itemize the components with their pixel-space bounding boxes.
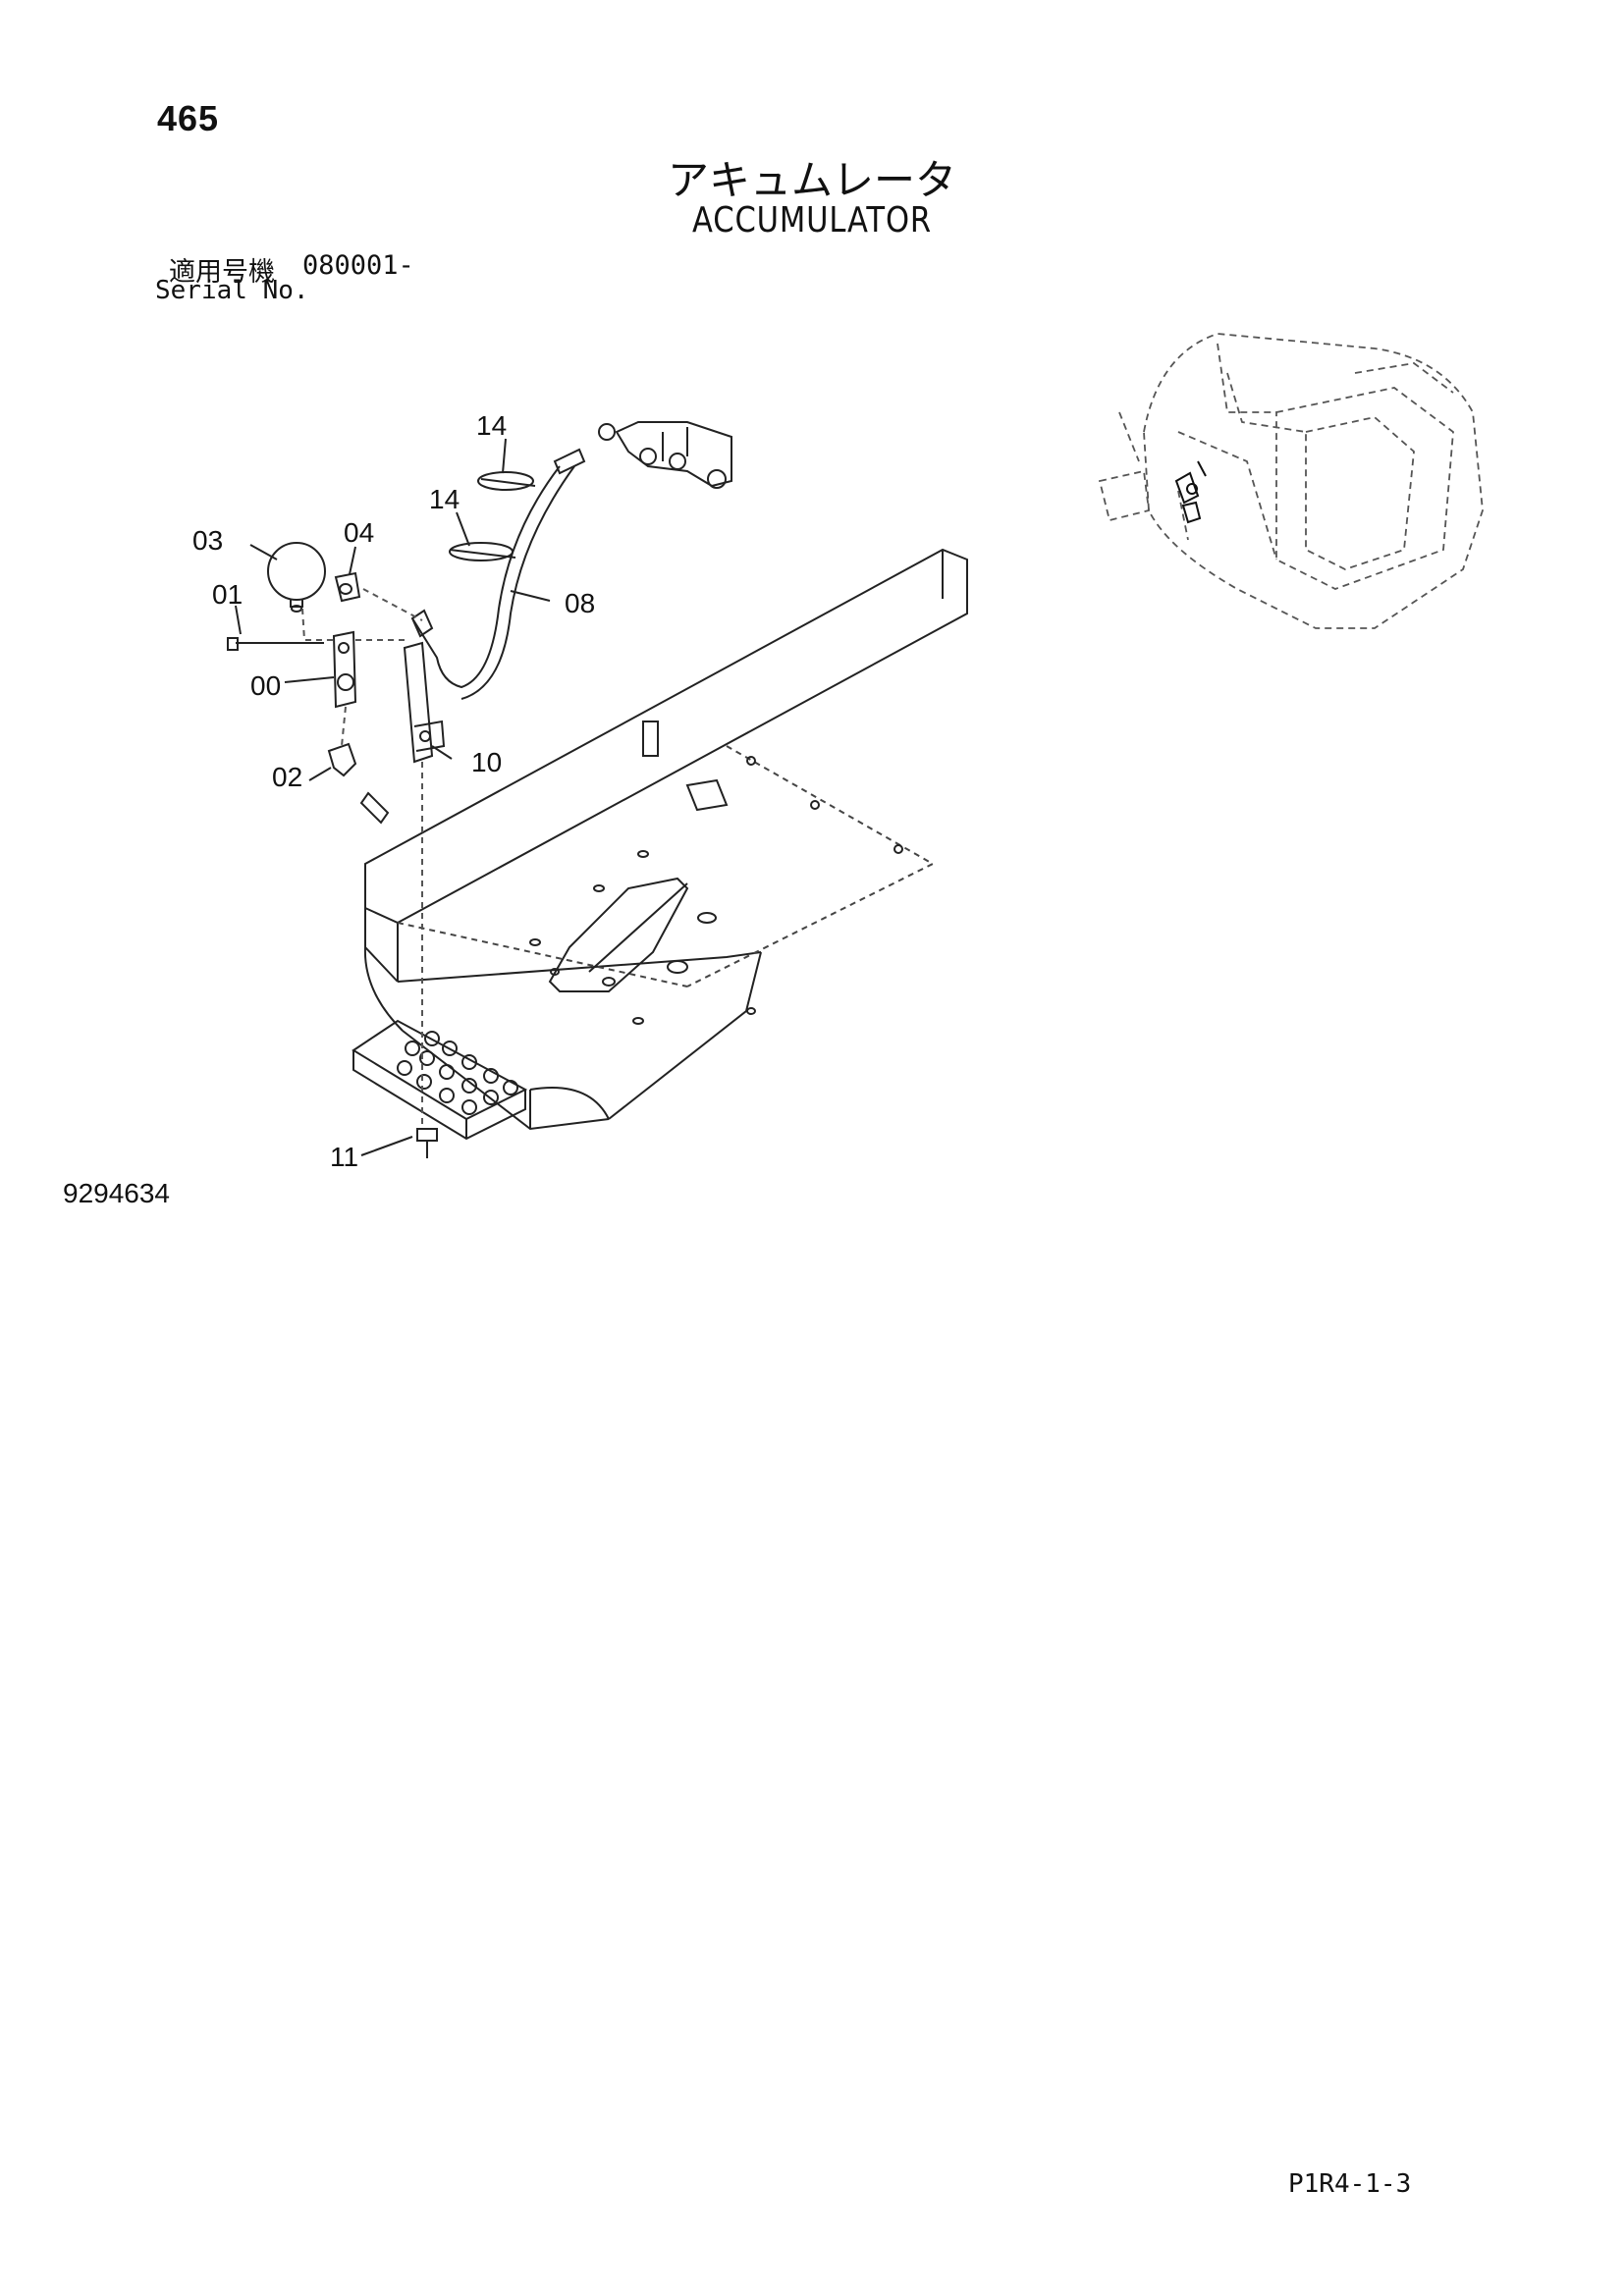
bracket-10 bbox=[403, 641, 446, 764]
assembly-lines bbox=[301, 588, 423, 1124]
clamp-14 bbox=[449, 471, 536, 561]
callout-11: 11 bbox=[330, 1142, 358, 1172]
callout-10: 10 bbox=[471, 747, 502, 777]
title-english: ACCUMULATOR bbox=[691, 200, 933, 240]
serial-number-value: 080001- bbox=[302, 250, 414, 281]
bolt-11 bbox=[416, 1128, 438, 1158]
block-00 bbox=[227, 630, 357, 709]
inset-highlight bbox=[1174, 460, 1207, 524]
sheet-reference: P1R4-1-3 bbox=[1288, 2169, 1412, 2199]
title-japanese: アキュムレータ bbox=[667, 156, 956, 204]
callout-04: 04 bbox=[344, 517, 374, 548]
callout-14-lower: 14 bbox=[429, 484, 460, 514]
callout-03: 03 bbox=[192, 525, 223, 556]
callout-01: 01 bbox=[212, 579, 243, 610]
valve-block bbox=[598, 421, 732, 489]
elbow-02 bbox=[327, 742, 390, 825]
location-inset bbox=[1098, 333, 1484, 629]
serial-label-english: Serial No. bbox=[155, 276, 309, 305]
page-number: 465 bbox=[157, 98, 220, 138]
leader-lines bbox=[235, 438, 551, 1156]
adapter-04 bbox=[334, 571, 361, 603]
accumulator-03 bbox=[267, 542, 326, 613]
callout-02: 02 bbox=[272, 762, 302, 792]
step-plate bbox=[352, 1019, 528, 1141]
floor-frame bbox=[363, 548, 968, 1131]
callout-00: 00 bbox=[250, 670, 281, 701]
serial-label-japanese: 適用号機 bbox=[169, 257, 275, 288]
callout-14-upper: 14 bbox=[476, 410, 507, 441]
hose-08 bbox=[410, 448, 586, 700]
drawing-number: 9294634 bbox=[63, 1178, 171, 1208]
callout-08: 08 bbox=[565, 588, 595, 618]
